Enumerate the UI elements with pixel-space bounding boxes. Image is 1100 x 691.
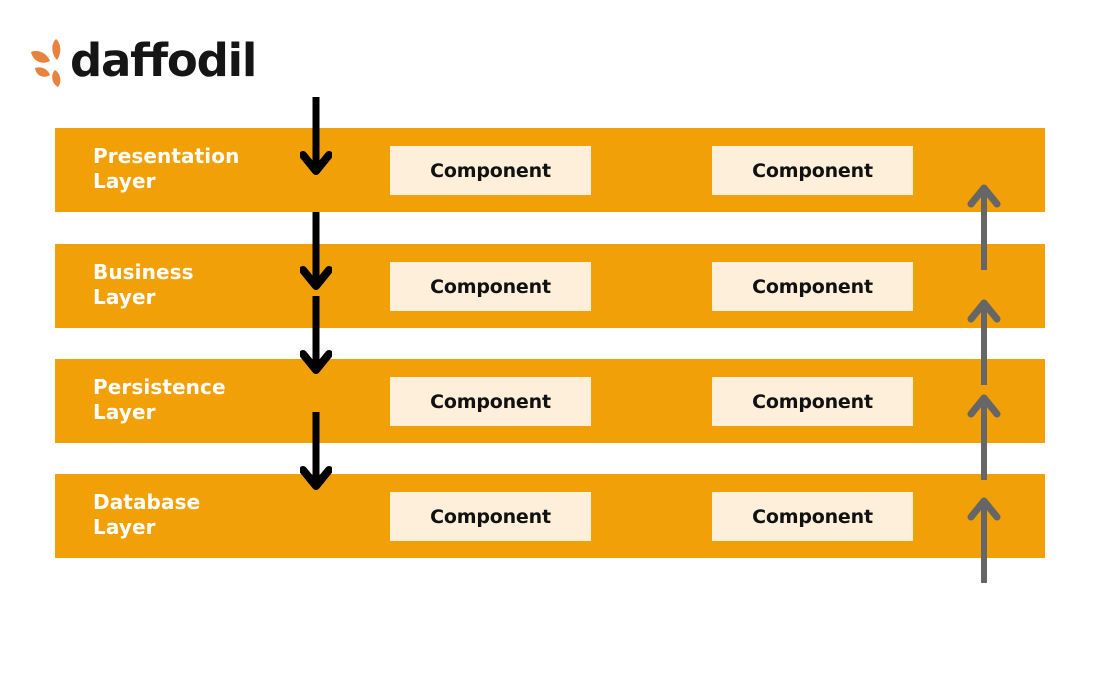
flow-up-arrow-icon — [967, 182, 1001, 270]
component-label: Component — [752, 390, 873, 413]
layer-title-business: Business Layer — [93, 260, 194, 309]
component-box[interactable]: Component — [390, 377, 591, 426]
flow-down-arrow-icon — [300, 296, 332, 378]
layer-title-database: Database Layer — [93, 490, 201, 539]
flow-up-arrow-icon — [967, 297, 1001, 385]
component-box[interactable]: Component — [390, 262, 591, 311]
component-label: Component — [430, 159, 551, 182]
component-label: Component — [430, 390, 551, 413]
flow-up-arrow-icon — [967, 392, 1001, 480]
daffodil-petals-icon — [26, 36, 74, 88]
layer-bar-presentation: Presentation Layer Component Component — [55, 128, 1045, 212]
brand-wordmark: daffodil — [70, 34, 257, 87]
layer-bar-persistence: Persistence Layer Component Component — [55, 359, 1045, 443]
component-label: Component — [752, 505, 873, 528]
component-box[interactable]: Component — [390, 492, 591, 541]
component-box[interactable]: Component — [712, 262, 913, 311]
component-label: Component — [430, 275, 551, 298]
daffodil-logo: daffodil — [26, 30, 257, 92]
component-label: Component — [752, 275, 873, 298]
layer-bar-database: Database Layer Component Component — [55, 474, 1045, 558]
component-box[interactable]: Component — [390, 146, 591, 195]
component-box[interactable]: Component — [712, 146, 913, 195]
layer-title-presentation: Presentation Layer — [93, 144, 240, 193]
layer-bar-business: Business Layer Component Component — [55, 244, 1045, 328]
flow-down-arrow-icon — [300, 97, 332, 179]
component-box[interactable]: Component — [712, 492, 913, 541]
flow-down-arrow-icon — [300, 212, 332, 294]
component-box[interactable]: Component — [712, 377, 913, 426]
component-label: Component — [752, 159, 873, 182]
flow-up-arrow-icon — [967, 495, 1001, 583]
component-label: Component — [430, 505, 551, 528]
layer-title-persistence: Persistence Layer — [93, 375, 226, 424]
flow-down-arrow-icon — [300, 412, 332, 494]
